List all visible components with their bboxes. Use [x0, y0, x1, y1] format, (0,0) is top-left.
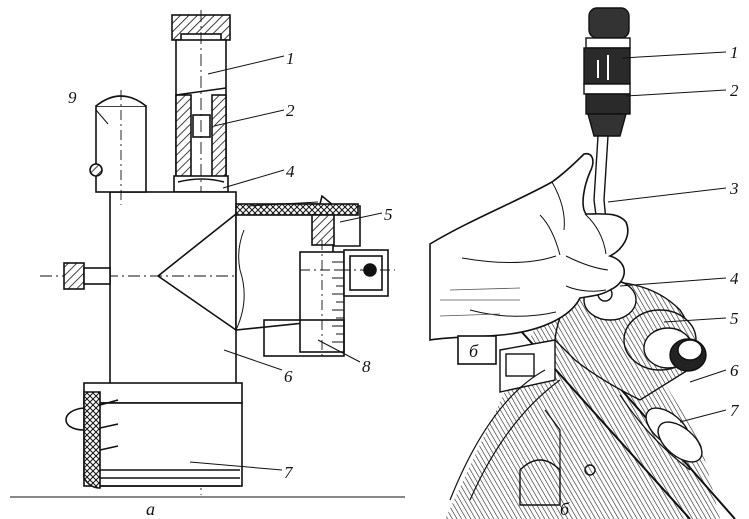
right-caption: б	[560, 499, 570, 519]
callout-3: 3	[729, 179, 739, 198]
callout-6: 6	[730, 361, 739, 380]
callout-5: 5	[384, 205, 393, 224]
callout-1: 1	[286, 49, 295, 68]
left-panel-drawing	[10, 10, 405, 498]
callout-9: 9	[68, 88, 77, 107]
callout-2: 2	[286, 101, 295, 120]
callout-5: 5	[730, 309, 739, 328]
left-caption: а	[146, 499, 155, 519]
callout-8: 8	[362, 357, 371, 376]
callout-1: 1	[730, 43, 739, 62]
callout-4: 4	[730, 269, 739, 288]
callout-2: 2	[730, 81, 739, 100]
left-callouts: 1 2 4 5 6 7 8 9 а	[68, 49, 393, 519]
right-callouts: 1 2 3 4 5 6 7 б б	[469, 43, 740, 519]
callout-4: 4	[286, 162, 295, 181]
callout-7: 7	[284, 463, 294, 482]
boxed-letter: б	[469, 341, 479, 361]
right-panel-drawing	[429, 7, 736, 519]
callout-6: 6	[284, 367, 293, 386]
callout-7: 7	[730, 401, 740, 420]
